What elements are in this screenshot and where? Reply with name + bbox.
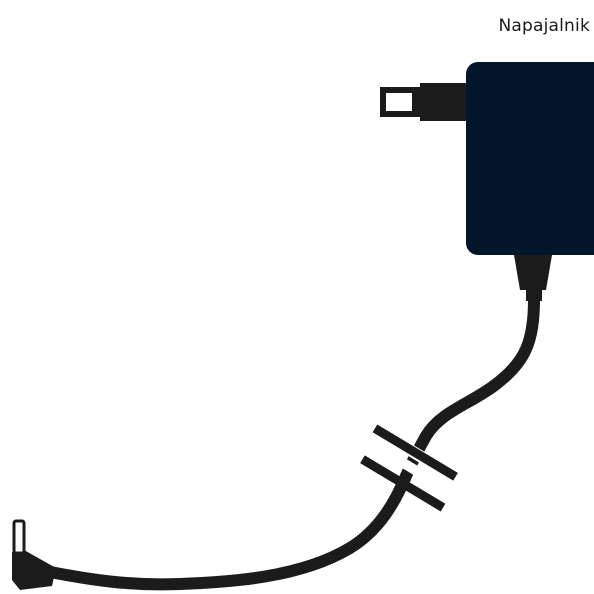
adapter-body — [466, 62, 594, 255]
strain-relief-collar — [514, 255, 552, 290]
break-gap — [364, 436, 456, 498]
connector-pin — [12, 519, 26, 555]
cable-break-marker — [360, 422, 461, 512]
plug-prongs — [380, 83, 470, 121]
power-adapter-label: Napajalnik — [498, 16, 590, 36]
prong-base — [420, 83, 470, 121]
break-bar-lower-fill — [360, 455, 446, 512]
dc-connector — [12, 519, 56, 590]
power-cable — [34, 294, 540, 591]
prong-hole — [386, 93, 412, 111]
connector-body — [12, 550, 56, 590]
break-bar-upper-fill — [372, 424, 458, 481]
